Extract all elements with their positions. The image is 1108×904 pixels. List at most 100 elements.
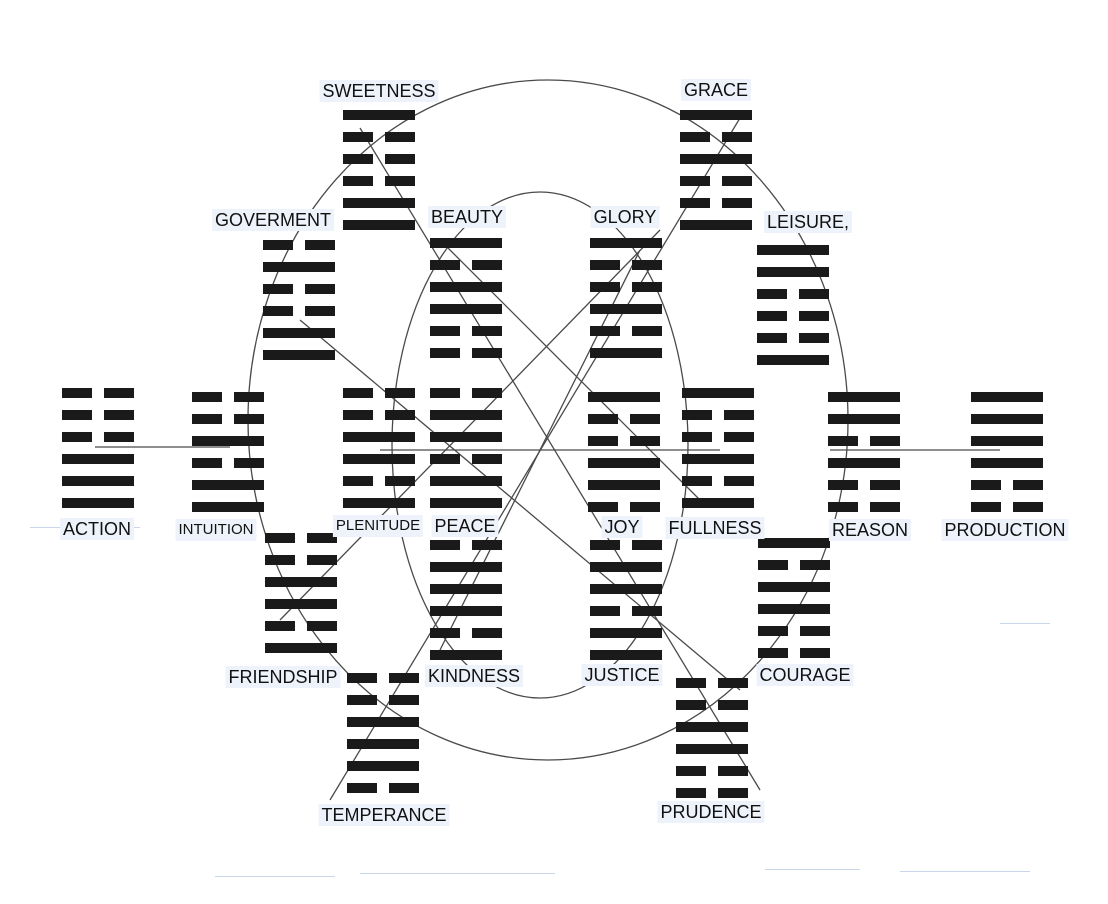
line-segment	[192, 480, 264, 490]
line-segment	[265, 555, 295, 565]
yang-line	[590, 348, 662, 358]
line-segment	[472, 348, 502, 358]
yang-line	[680, 110, 752, 120]
guide-mark	[1000, 623, 1050, 624]
yin-line	[347, 783, 419, 793]
yang-line	[590, 562, 662, 572]
yin-line	[590, 540, 662, 550]
label-kindness: KINDNESS	[424, 665, 524, 687]
line-segment	[676, 766, 706, 776]
line-segment	[234, 414, 264, 424]
guide-mark	[900, 871, 1030, 872]
line-segment	[430, 260, 460, 270]
yang-line	[590, 238, 662, 248]
line-segment	[430, 498, 502, 508]
line-segment	[971, 480, 1001, 490]
yin-line	[265, 621, 337, 631]
line-segment	[307, 555, 337, 565]
yin-line	[343, 154, 415, 164]
yang-line	[263, 328, 335, 338]
line-segment	[389, 673, 419, 683]
line-segment	[430, 326, 460, 336]
line-segment	[588, 502, 618, 512]
yang-line	[430, 650, 502, 660]
line-segment	[192, 458, 222, 468]
yang-line	[757, 245, 829, 255]
yang-line	[265, 599, 337, 609]
line-segment	[722, 198, 752, 208]
yin-line	[971, 480, 1043, 490]
yin-line	[682, 476, 754, 486]
line-segment	[676, 678, 706, 688]
line-segment	[389, 695, 419, 705]
line-segment	[343, 154, 373, 164]
yin-line	[828, 502, 900, 512]
line-segment	[1013, 480, 1043, 490]
line-segment	[828, 414, 900, 424]
label-beauty: BEAUTY	[427, 206, 507, 228]
line-segment	[385, 132, 415, 142]
hexagram-intuition	[192, 392, 264, 516]
line-segment	[828, 392, 900, 402]
line-segment	[430, 304, 502, 314]
yin-line	[758, 648, 830, 658]
line-segment	[265, 643, 337, 653]
line-segment	[757, 245, 829, 255]
line-segment	[718, 678, 748, 688]
yin-line	[680, 132, 752, 142]
line-segment	[757, 289, 787, 299]
line-segment	[265, 599, 337, 609]
yang-line	[263, 350, 335, 360]
line-segment	[343, 198, 415, 208]
yin-line	[682, 432, 754, 442]
label-glory: GLORY	[590, 206, 660, 228]
hexagram-friendship	[265, 533, 337, 657]
hexagram-glory	[590, 238, 662, 362]
yin-line	[430, 628, 502, 638]
line-segment	[347, 695, 377, 705]
line-segment	[828, 502, 858, 512]
yang-line	[343, 220, 415, 230]
line-segment	[590, 326, 620, 336]
yang-line	[758, 582, 830, 592]
line-segment	[192, 502, 264, 512]
line-segment	[799, 311, 829, 321]
yin-line	[263, 240, 335, 250]
line-segment	[590, 348, 662, 358]
line-segment	[263, 350, 335, 360]
line-segment	[758, 538, 830, 548]
line-segment	[682, 498, 754, 508]
line-segment	[722, 132, 752, 142]
yin-line	[757, 289, 829, 299]
yin-line	[62, 410, 134, 420]
line-segment	[192, 436, 264, 446]
hexagram-fullness	[682, 388, 754, 512]
yin-line	[430, 388, 502, 398]
hexagram-kindness	[430, 540, 502, 664]
yin-line	[430, 326, 502, 336]
line-segment	[590, 584, 662, 594]
line-segment	[757, 355, 829, 365]
line-segment	[263, 240, 293, 250]
yin-line	[62, 432, 134, 442]
yang-line	[828, 458, 900, 468]
yin-line	[192, 414, 264, 424]
line-segment	[104, 388, 134, 398]
line-segment	[472, 454, 502, 464]
hexagram-justice	[590, 540, 662, 664]
yang-line	[343, 110, 415, 120]
yang-line	[757, 355, 829, 365]
yang-line	[590, 650, 662, 660]
line-segment	[263, 284, 293, 294]
line-segment	[430, 606, 502, 616]
yang-line	[971, 392, 1043, 402]
line-segment	[590, 238, 662, 248]
line-segment	[1013, 502, 1043, 512]
hexagram-production	[971, 392, 1043, 516]
yang-line	[343, 454, 415, 464]
yin-line	[758, 626, 830, 636]
line-segment	[676, 722, 748, 732]
line-segment	[870, 502, 900, 512]
line-segment	[430, 628, 460, 638]
line-segment	[828, 480, 858, 490]
